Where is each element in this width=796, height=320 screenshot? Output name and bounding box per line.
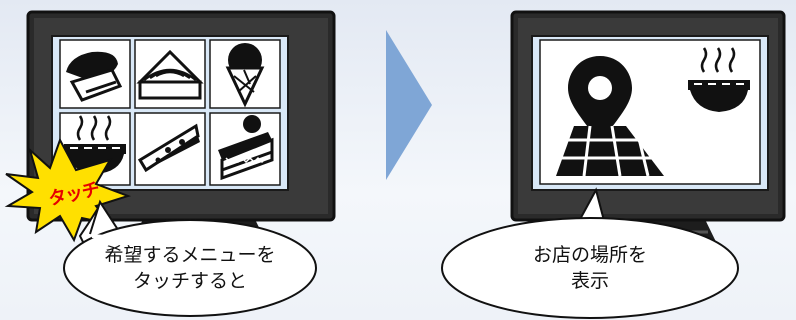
map-pin-icon xyxy=(556,56,664,177)
noodles-icon xyxy=(136,49,204,100)
left-bubble-line2: タッチすると xyxy=(132,270,247,292)
ramen-icon xyxy=(688,47,750,112)
sushi-icon xyxy=(66,51,123,102)
cake-icon xyxy=(218,115,274,181)
right-monitor xyxy=(510,10,786,250)
ice-cream-icon xyxy=(225,43,265,108)
pizza-icon xyxy=(137,123,200,173)
left-bubble-text: 希望するメニューを タッチすると xyxy=(80,242,300,294)
right-bubble-text: お店の場所を 表示 xyxy=(480,242,700,294)
right-bubble-line2: 表示 xyxy=(570,270,609,292)
left-speech-bubble xyxy=(63,199,317,317)
right-speech-bubble xyxy=(441,187,739,319)
chevron-right-icon xyxy=(386,30,432,180)
left-bubble-line1: 希望するメニューを xyxy=(104,244,276,266)
right-bubble-line1: お店の場所を xyxy=(532,244,647,266)
